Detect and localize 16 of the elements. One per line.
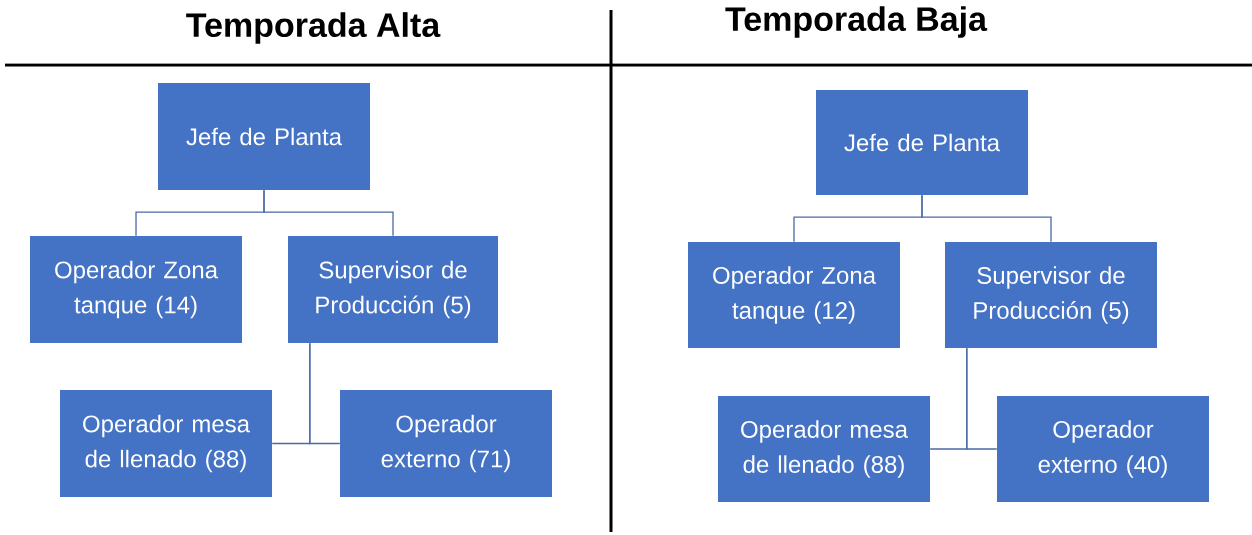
connector-line [309,342,341,445]
org-box: Operador Zona tanque (14) [30,236,242,343]
section-title: Temporada Baja [725,6,988,38]
org-box: Operador mesa de llenado (88) [60,390,272,497]
org-box: Supervisor de Producción (5) [945,242,1157,348]
org-box: Operador externo (40) [997,396,1209,502]
org-box: Operador Zona tanque (12) [688,242,900,348]
org-box: Supervisor de Producción (5) [288,236,498,343]
connector-line [966,347,998,450]
org-box: Jefe de Planta [816,90,1028,195]
connector-line [921,194,1052,243]
org-box: Jefe de Planta [158,83,370,190]
org-box: Operador externo (71) [340,390,552,497]
section-title: Temporada Alta [186,12,441,44]
connector-line [263,189,394,237]
org-box: Operador mesa de llenado (88) [718,396,930,502]
